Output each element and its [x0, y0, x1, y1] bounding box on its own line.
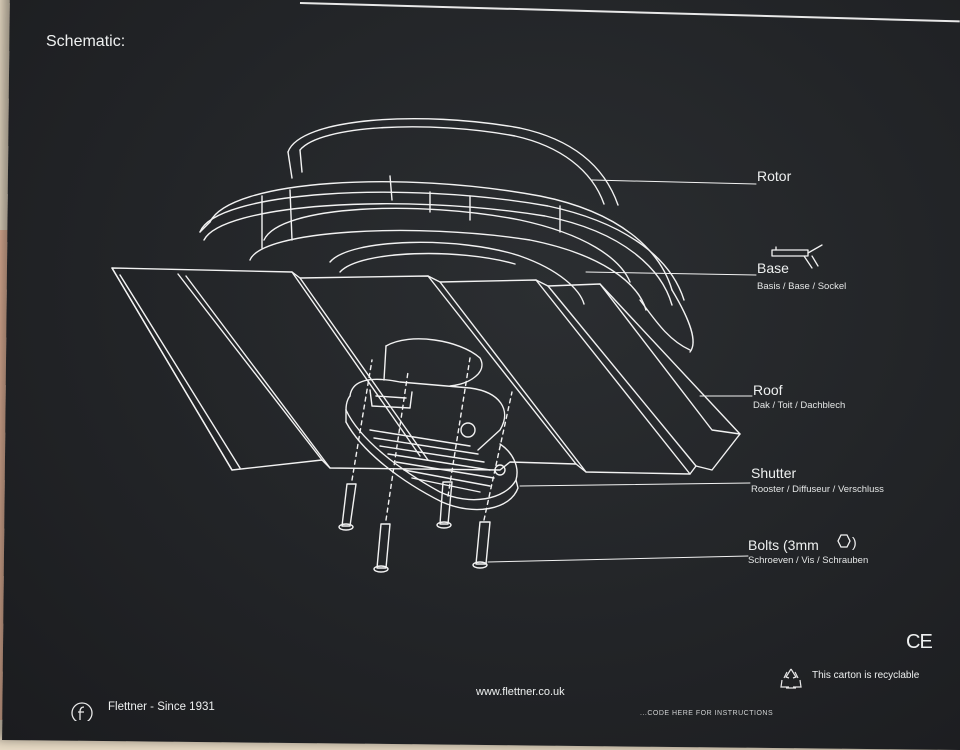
base-translations: Basis / Base / Sockel [757, 281, 847, 292]
shutter-label: Shutter [751, 465, 797, 481]
ce-mark: CE [906, 631, 933, 653]
bolts-translations: Schroeven / Vis / Schrauben [748, 555, 869, 566]
roof-drawing [111, 267, 741, 475]
rotor-drawing [199, 117, 694, 353]
instructions-hint: ...CODE HERE FOR INSTRUCTIONS [640, 710, 774, 717]
hex-key-icon: ) [837, 534, 857, 550]
website-url: www.flettner.co.uk [476, 686, 565, 698]
rotor-label: Rotor [757, 168, 792, 184]
flettner-logo-icon [71, 702, 93, 721]
bolts-label-text: Bolts (3mm [748, 537, 819, 553]
shutter-translations: Rooster / Diffuseur / Verschluss [751, 484, 884, 495]
roof-label: Roof [753, 382, 783, 398]
shutter-drawing [345, 338, 519, 511]
roof-translations: Dak / Toit / Dachblech [753, 400, 846, 411]
bolts-label-suffix: ) [852, 534, 857, 550]
exploded-schematic-diagram [111, 117, 823, 573]
base-label: Base [757, 260, 789, 276]
recyclable-notice: This carton is recyclable [812, 670, 920, 681]
sealant-gun-icon [771, 244, 823, 269]
leader-lines [487, 179, 757, 563]
schematic-heading: Schematic: [46, 33, 126, 50]
bolts-drawing [338, 357, 513, 573]
bolts-label: Bolts (3mm [748, 537, 819, 553]
brand-tagline: Flettner - Since 1931 [108, 701, 215, 713]
recycle-icon [780, 668, 802, 689]
